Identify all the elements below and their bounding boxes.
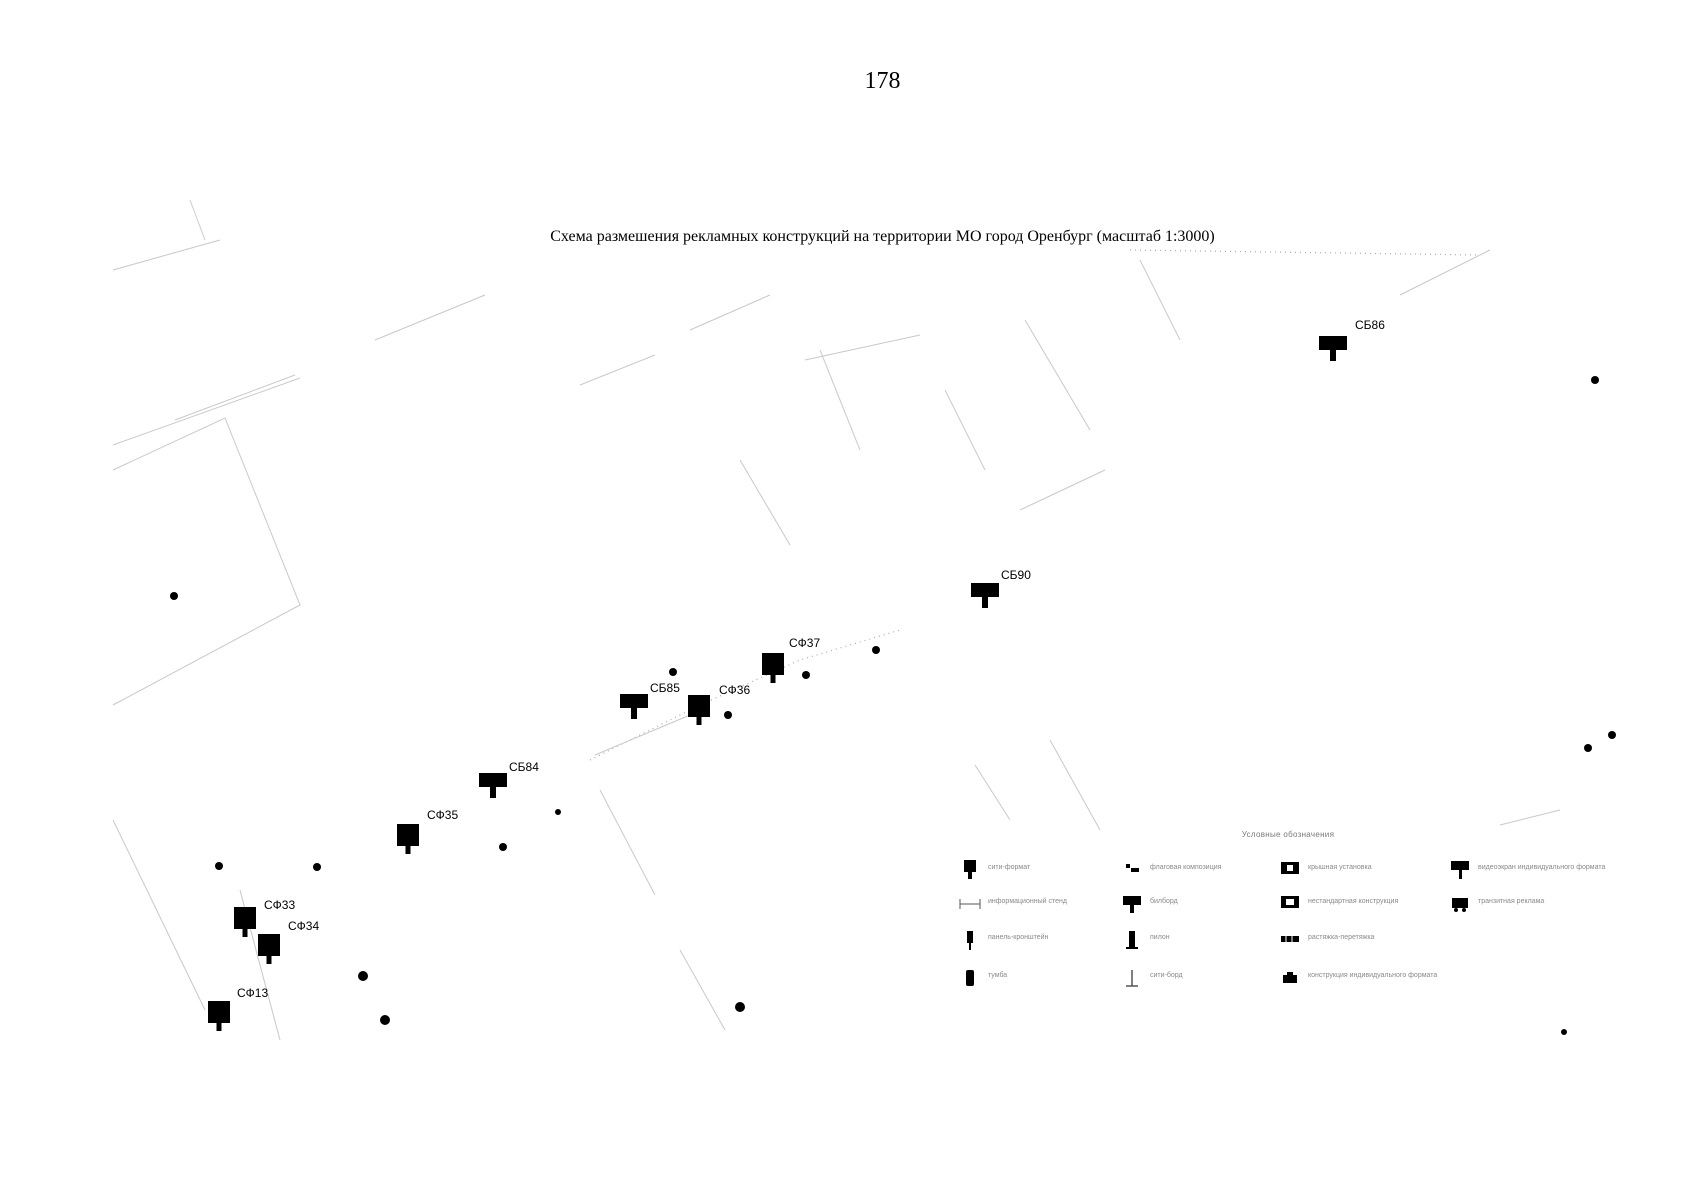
marker-label: СФ34 xyxy=(288,919,319,933)
legend-item: информационный стенд xyxy=(958,892,1128,920)
marker-label: СФ33 xyxy=(264,898,295,912)
legend-item: видеоэкран индивидуального формата xyxy=(1448,858,1618,886)
transit-advertising-icon xyxy=(1448,892,1472,916)
marker-label: СФ35 xyxy=(427,808,458,822)
page-number: 178 xyxy=(864,68,901,94)
legend-item: тумба xyxy=(958,966,1128,994)
legend-item-label: пилон xyxy=(1150,934,1170,941)
legend-item-label: панель-кронштейн xyxy=(988,934,1049,941)
marker-billboard[interactable]: СБ85 xyxy=(620,681,680,719)
flag-composition-icon xyxy=(1120,858,1144,882)
legend-item: сити-формат xyxy=(958,858,1128,886)
bracket-panel-icon xyxy=(958,928,982,952)
legend-item: пилон xyxy=(1120,928,1290,956)
individual-format-icon xyxy=(1278,966,1302,990)
legend-item: билборд xyxy=(1120,892,1290,920)
legend-item: растяжка-перетяжка xyxy=(1278,928,1448,956)
legend-item: панель-кронштейн xyxy=(958,928,1128,956)
street-network xyxy=(112,199,1481,1041)
marker-label: СБ86 xyxy=(1355,318,1385,332)
legend-item-label: сити-борд xyxy=(1150,972,1183,979)
info-stand-icon xyxy=(958,892,982,916)
legend-item-label: конструкция индивидуального формата xyxy=(1308,972,1438,979)
marker-city-format[interactable]: СФ36 xyxy=(688,683,750,725)
legend-item: флаговая композиция xyxy=(1120,858,1290,886)
stretch-icon xyxy=(1278,928,1302,952)
legend-item-label: нестандартная конструкция xyxy=(1308,898,1399,905)
marker-city-format[interactable]: СФ35 xyxy=(397,808,458,854)
marker-label: СБ90 xyxy=(1001,568,1031,582)
marker-label: СФ13 xyxy=(237,986,268,1000)
marker-city-format[interactable]: СФ37 xyxy=(762,636,820,683)
marker-city-format[interactable]: СФ34 xyxy=(258,919,319,964)
marker-billboard[interactable]: СБ90 xyxy=(971,568,1031,608)
legend-item: крышная установка xyxy=(1278,858,1448,886)
marker-label: СФ37 xyxy=(789,636,820,650)
legend-item-label: растяжка-перетяжка xyxy=(1308,934,1375,941)
legend-item: конструкция индивидуального формата xyxy=(1278,966,1448,994)
city-format-icon xyxy=(958,858,982,882)
city-board-icon xyxy=(1120,966,1144,990)
legend-item-label: тумба xyxy=(988,972,1008,979)
marker-label: СБ85 xyxy=(650,681,680,695)
street-labels xyxy=(174,249,1561,826)
legend-item-label: билборд xyxy=(1150,898,1178,905)
pylon-icon xyxy=(1120,928,1144,952)
marker-billboard[interactable]: СБ86 xyxy=(1319,318,1385,361)
roof-installation-icon xyxy=(1278,858,1302,882)
legend-item: транзитная реклама xyxy=(1448,892,1618,920)
billboard-icon xyxy=(1120,892,1144,916)
legend: Условные обозначения сити-формат флаговая… xyxy=(958,830,1648,1010)
legend-item-label: крышная установка xyxy=(1308,864,1372,871)
legend-item-label: флаговая композиция xyxy=(1150,864,1222,871)
legend-item-label: транзитная реклама xyxy=(1478,898,1545,905)
marker-city-format[interactable]: СФ13 xyxy=(208,986,268,1031)
video-screen-icon xyxy=(1448,858,1472,882)
legend-item-label: информационный стенд xyxy=(988,898,1067,905)
marker-label: СБ84 xyxy=(509,760,539,774)
legend-title: Условные обозначения xyxy=(1241,830,1335,839)
legend-item-label: сити-формат xyxy=(988,864,1031,871)
legend-item: сити-борд xyxy=(1120,966,1290,994)
marker-city-format[interactable]: СФ33 xyxy=(234,898,295,937)
marker-billboard[interactable]: СБ84 xyxy=(479,760,539,798)
marker-label: СФ36 xyxy=(719,683,750,697)
legend-item-label: видеоэкран индивидуального формата xyxy=(1478,864,1606,871)
totem-icon xyxy=(958,966,982,990)
map-title: Схема размешения рекламных конструкций н… xyxy=(550,228,1215,245)
non-standard-construction-icon xyxy=(1278,892,1302,916)
legend-item: нестандартная конструкция xyxy=(1278,892,1448,920)
minor-map-symbols xyxy=(170,376,1616,1035)
